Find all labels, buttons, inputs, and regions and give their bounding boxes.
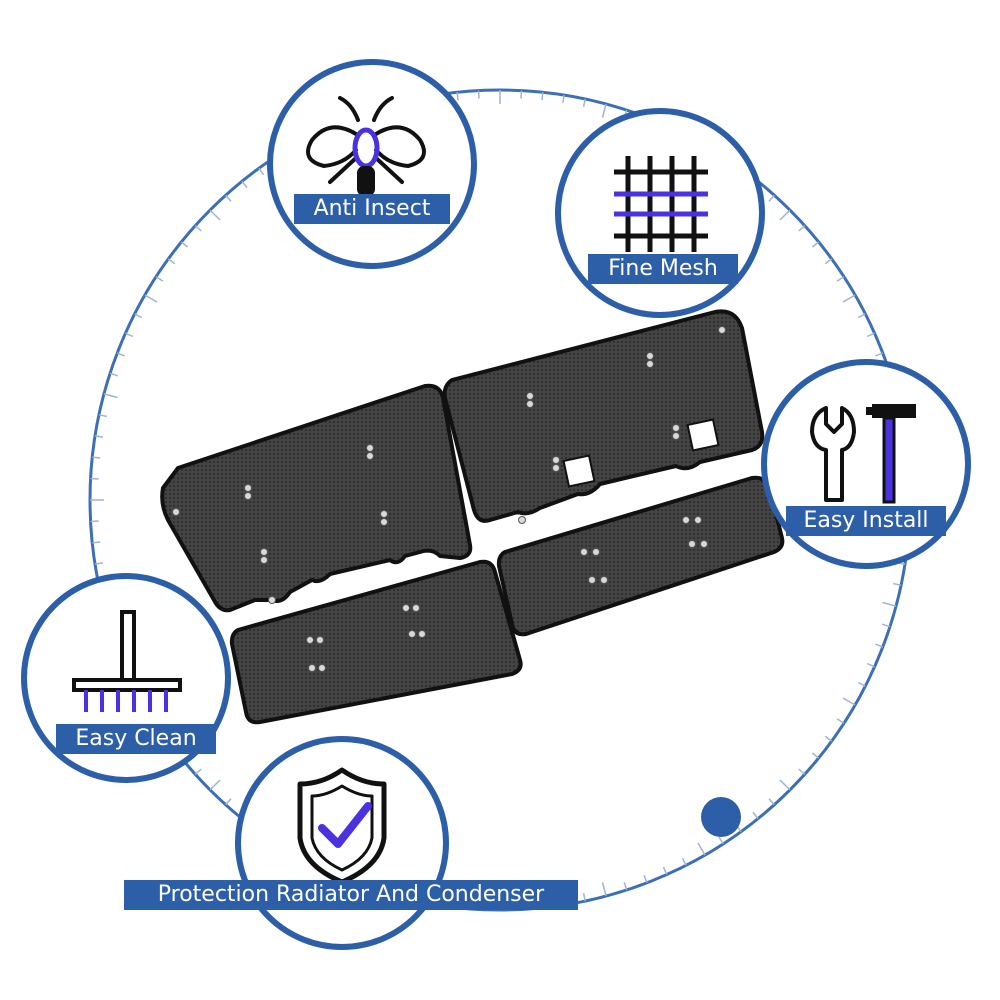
ring-tick — [601, 882, 607, 897]
ring-tick — [697, 842, 706, 856]
ring-tick — [194, 768, 202, 775]
ring-tick — [194, 225, 202, 232]
grille-panels — [160, 309, 785, 725]
ring-tick — [225, 798, 232, 806]
panel-clips — [172, 326, 726, 672]
ring-tick — [241, 180, 248, 189]
ring-tick — [601, 103, 607, 118]
ring-tick — [681, 857, 687, 866]
easy-install-label: Easy Install — [786, 506, 946, 536]
ring-tick — [752, 811, 759, 820]
ring-tick — [456, 92, 459, 101]
ring-tick — [798, 768, 806, 775]
ring-tick — [824, 258, 833, 265]
ring-tick — [857, 681, 866, 687]
ring-tick — [90, 520, 99, 523]
ring-tick — [623, 882, 628, 891]
ring-tick — [768, 194, 775, 202]
ring-tick — [643, 875, 648, 884]
ring-tick — [882, 623, 891, 628]
ring-dot — [701, 797, 741, 837]
ring-tick — [882, 601, 897, 607]
ring-tick — [258, 167, 265, 176]
fine-mesh-label: Fine Mesh — [588, 254, 738, 284]
ring-tick — [857, 313, 866, 319]
ring-tick — [811, 241, 820, 248]
lower-left-panel — [229, 559, 523, 725]
wrench-hammer-icon — [810, 404, 916, 504]
upper-right-panel — [442, 309, 765, 523]
ring-tick — [866, 662, 875, 668]
ring-tick — [582, 98, 586, 107]
ring-tick — [180, 241, 189, 248]
ring-tick — [94, 562, 104, 565]
ring-tick — [779, 779, 791, 791]
ring-tick — [520, 90, 523, 99]
ring-tick — [225, 194, 232, 202]
ring-tick — [582, 893, 586, 902]
ring-tick — [836, 276, 845, 282]
ring-tick — [125, 332, 134, 338]
ring-tick — [209, 209, 221, 221]
ring-tick — [893, 582, 902, 586]
ring-tick — [98, 414, 107, 418]
ring-tick — [90, 477, 99, 480]
panel-openings — [562, 418, 720, 488]
ring-tick — [842, 697, 856, 706]
ring-tick — [167, 258, 176, 265]
mesh-grid-icon — [614, 156, 708, 252]
shield-check-icon — [297, 767, 387, 885]
ring-tick — [811, 752, 820, 759]
easy-clean-label: Easy Clean — [56, 724, 216, 754]
ring-tick — [836, 718, 845, 724]
upper-left-panel — [160, 383, 473, 613]
ring-tick — [92, 541, 101, 544]
ring-tick — [541, 92, 544, 101]
anti-insect-label: Anti Insect — [294, 194, 450, 224]
ring-tick — [875, 643, 884, 648]
ring-tick — [768, 798, 775, 806]
ring-tick — [209, 779, 221, 791]
ring-tick — [875, 352, 884, 357]
brush-icon — [72, 610, 182, 712]
ring-tick — [103, 393, 118, 399]
ring-tick — [562, 94, 565, 104]
ring-tick — [718, 836, 724, 845]
ring-tick — [155, 276, 164, 282]
ring-tick — [144, 294, 158, 303]
ring-tick — [92, 456, 101, 459]
ring-tick — [798, 225, 806, 232]
ring-tick — [477, 90, 480, 99]
ring-tick — [94, 435, 104, 438]
ring-tick — [779, 209, 791, 221]
ring-tick — [662, 866, 668, 875]
ring-tick — [109, 372, 118, 377]
mosquito-icon — [306, 96, 426, 196]
ring-tick — [134, 313, 143, 319]
ring-tick — [842, 294, 856, 303]
ring-tick — [116, 352, 125, 357]
ring-tick — [824, 735, 833, 742]
ring-tick — [866, 332, 875, 338]
protection-label: Protection Radiator And Condenser — [124, 880, 578, 910]
